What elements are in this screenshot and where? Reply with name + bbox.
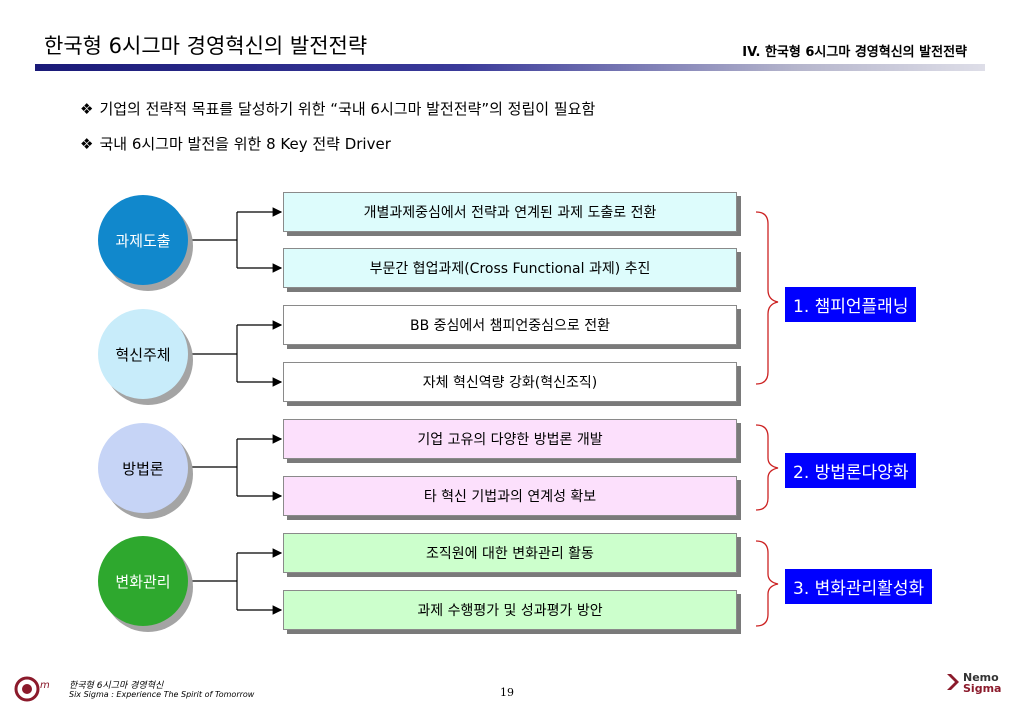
diamond-bullet-icon: ❖ [80, 135, 94, 153]
strategy-box: 개별과제중심에서 전략과 연계된 과제 도출로 전환 [283, 192, 737, 232]
box-text: 부문간 협업과제(Cross Functional 과제) 추진 [369, 261, 651, 277]
bullet-text: 기업의 전략적 목표를 달성하기 위한 “국내 6시그마 발전전략”의 정립이 … [99, 100, 596, 118]
circle-innovation-agent: 혁신주체 [98, 309, 188, 399]
strategy-box: 과제 수행평가 및 성과평가 방안 [283, 590, 737, 630]
sigma-text: Sigma [963, 682, 1002, 695]
strategy-box: 기업 고유의 다양한 방법론 개발 [283, 419, 737, 459]
result-label-methodology-diversification: 2. 방법론다양화 [785, 453, 917, 488]
box-text: 타 혁신 기법과의 연계성 확보 [423, 489, 597, 505]
box-text: 과제 수행평가 및 성과평가 방안 [417, 603, 603, 619]
strategy-box: 조직원에 대한 변화관리 활동 [283, 533, 737, 573]
strategy-box: 자체 혁신역량 강화(혁신조직) [283, 362, 737, 402]
bullet-item: ❖ 기업의 전략적 목표를 달성하기 위한 “국내 6시그마 발전전략”의 정립이… [80, 98, 595, 119]
box-text: 기업 고유의 다양한 방법론 개발 [417, 432, 603, 448]
box-text: BB 중심에서 챔피언중심으로 전환 [410, 318, 610, 334]
diamond-bullet-icon: ❖ [80, 100, 94, 118]
strategy-box: BB 중심에서 챔피언중심으로 전환 [283, 305, 737, 345]
result-label-champion-planning: 1. 챔피언플래닝 [785, 287, 917, 322]
result-label-change-management: 3. 변화관리활성화 [785, 569, 933, 604]
box-text: 개별과제중심에서 전략과 연계된 과제 도출로 전환 [363, 205, 657, 221]
sigma-logo-icon: m [14, 676, 60, 706]
page-title: 한국형 6시그마 경영혁신의 발전전략 [44, 34, 368, 58]
bullet-item: ❖ 국내 6시그마 발전을 위한 8 Key 전략 Driver [80, 133, 391, 154]
box-text: 조직원에 대한 변화관리 활동 [426, 546, 594, 562]
box-text: 자체 혁신역량 강화(혁신조직) [422, 375, 598, 391]
strategy-box: 타 혁신 기법과의 연계성 확보 [283, 476, 737, 516]
circle-task-derivation: 과제도출 [98, 195, 188, 285]
logo-letter: m [40, 680, 50, 691]
circle-label: 혁신주체 [115, 345, 171, 364]
footer-line-1: 한국형 6시그마 경영혁신 [69, 681, 164, 691]
footer-line-2: Six Sigma : Experience The Spirit of Tom… [69, 690, 255, 699]
header-bar [35, 64, 985, 71]
page-number: 19 [500, 686, 514, 699]
strategy-box: 부문간 협업과제(Cross Functional 과제) 추진 [283, 248, 737, 288]
nemo-mark-icon [947, 674, 959, 690]
circle-label: 변화관리 [115, 572, 171, 591]
circle-change-management: 변화관리 [98, 536, 188, 626]
circle-label: 방법론 [122, 459, 164, 478]
circle-label: 과제도출 [115, 231, 171, 250]
circle-methodology: 방법론 [98, 423, 188, 513]
bullet-text: 국내 6시그마 발전을 위한 8 Key 전략 Driver [99, 135, 391, 153]
section-title: IV. 한국형 6시그마 경영혁신의 발전전략 [742, 45, 967, 60]
nemo-text: Nemo [963, 671, 999, 684]
